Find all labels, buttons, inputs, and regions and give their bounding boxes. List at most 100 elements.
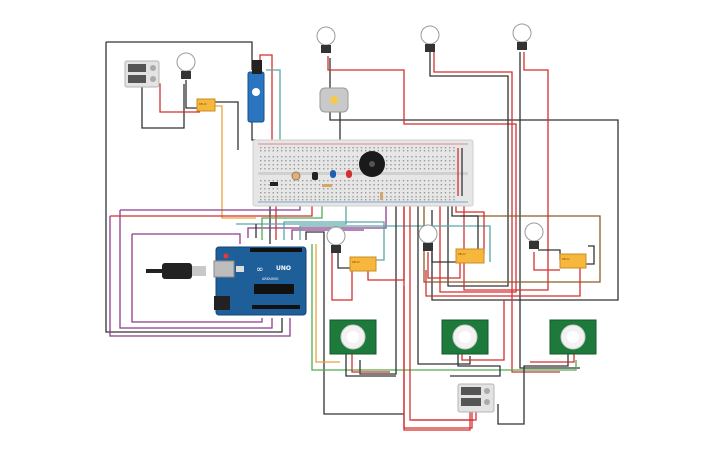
breadboard-hole	[419, 156, 421, 158]
wire	[327, 56, 517, 293]
breadboard-hole	[260, 180, 262, 182]
breadboard-hole	[348, 184, 350, 186]
breadboard-hole	[306, 184, 308, 186]
breadboard-hole	[314, 180, 316, 182]
breadboard-hole	[264, 196, 266, 198]
breadboard-hole	[377, 147, 379, 149]
wire	[497, 354, 569, 425]
relay-label: RELAY	[199, 102, 207, 106]
arduino-uno: ∞ UNO ARDUINO	[213, 246, 307, 316]
breadboard-hole	[428, 150, 430, 152]
breadboard-hole	[335, 168, 337, 170]
battery-pack-top	[124, 60, 160, 88]
breadboard-hole	[423, 164, 426, 166]
breadboard-hole	[428, 160, 430, 162]
breadboard-hole	[373, 196, 375, 198]
breadboard-hole	[428, 156, 430, 158]
breadboard-hole	[419, 180, 421, 182]
breadboard-hole	[260, 156, 262, 158]
breadboard-hole	[302, 147, 304, 149]
breadboard-hole	[302, 180, 304, 182]
breadboard-hole	[440, 168, 442, 170]
breadboard-hole	[453, 199, 455, 201]
breadboard-hole	[423, 192, 426, 194]
breadboard-hole	[407, 184, 409, 186]
breadboard-hole	[428, 188, 430, 190]
wire	[214, 101, 239, 150]
breadboard-hole	[365, 147, 367, 149]
breadboard-hole	[373, 150, 375, 152]
breadboard-hole	[293, 168, 295, 170]
breadboard-hole	[335, 188, 337, 190]
breadboard-hole	[323, 160, 325, 162]
wire	[105, 42, 283, 333]
breadboard-hole	[314, 196, 316, 198]
breadboard-hole	[285, 199, 287, 201]
breadboard-hole	[381, 184, 384, 186]
breadboard-hole	[302, 160, 304, 162]
breadboard-hole	[377, 188, 379, 190]
breadboard-hole	[381, 180, 384, 182]
breadboard-hole	[402, 192, 405, 194]
breadboard-hole	[390, 164, 392, 166]
breadboard-hole	[260, 196, 262, 198]
breadboard-hole	[306, 156, 308, 158]
breadboard-hole	[297, 199, 300, 201]
breadboard-hole	[402, 164, 405, 166]
breadboard-hole	[453, 147, 455, 149]
breadboard-hole	[268, 164, 270, 166]
breadboard-hole	[386, 196, 388, 198]
breadboard-hole	[297, 164, 300, 166]
breadboard-hole	[285, 147, 287, 149]
breadboard-hole	[402, 196, 405, 198]
breadboard-hole	[432, 147, 434, 149]
breadboard-hole	[260, 199, 262, 201]
breadboard-hole	[428, 196, 430, 198]
photoresistor	[291, 171, 301, 181]
wire	[519, 52, 580, 369]
wire	[533, 252, 560, 271]
breadboard-hole	[293, 160, 295, 162]
breadboard-hole	[419, 160, 421, 162]
relay-label: RELAY	[352, 260, 360, 264]
breadboard-hole	[297, 188, 300, 190]
breadboard-hole	[344, 147, 346, 149]
breadboard-hole	[402, 199, 405, 201]
breadboard-hole	[264, 147, 266, 149]
breadboard-hole	[289, 160, 291, 162]
breadboard-hole	[260, 188, 262, 190]
breadboard-hole	[310, 184, 312, 186]
breadboard-hole	[302, 184, 304, 186]
breadboard-hole	[356, 196, 358, 198]
breadboard-hole	[415, 184, 417, 186]
breadboard-hole	[335, 184, 337, 186]
breadboard-hole	[339, 150, 342, 152]
breadboard-hole	[306, 188, 308, 190]
breadboard-hole	[306, 164, 308, 166]
breadboard-hole	[335, 164, 337, 166]
breadboard-hole	[423, 199, 426, 201]
breadboard-hole	[352, 184, 354, 186]
breadboard-hole	[352, 196, 354, 198]
breadboard-hole	[386, 188, 388, 190]
breadboard-hole	[272, 164, 274, 166]
breadboard-hole	[444, 184, 447, 186]
breadboard-hole	[318, 192, 321, 194]
breadboard-hole	[360, 184, 363, 186]
breadboard-hole	[365, 180, 367, 182]
breadboard-hole	[407, 199, 409, 201]
breadboard-hole	[339, 192, 342, 194]
breadboard-hole	[407, 164, 409, 166]
breadboard-hole	[293, 192, 295, 194]
breadboard-hole	[344, 150, 346, 152]
breadboard-hole	[331, 199, 333, 201]
breadboard-hole	[440, 199, 442, 201]
breadboard-hole	[386, 164, 388, 166]
breadboard-hole	[272, 156, 274, 158]
breadboard-hole	[444, 147, 447, 149]
breadboard-hole	[377, 150, 379, 152]
breadboard-hole	[436, 147, 438, 149]
wire	[530, 354, 575, 363]
led-red	[346, 170, 352, 178]
